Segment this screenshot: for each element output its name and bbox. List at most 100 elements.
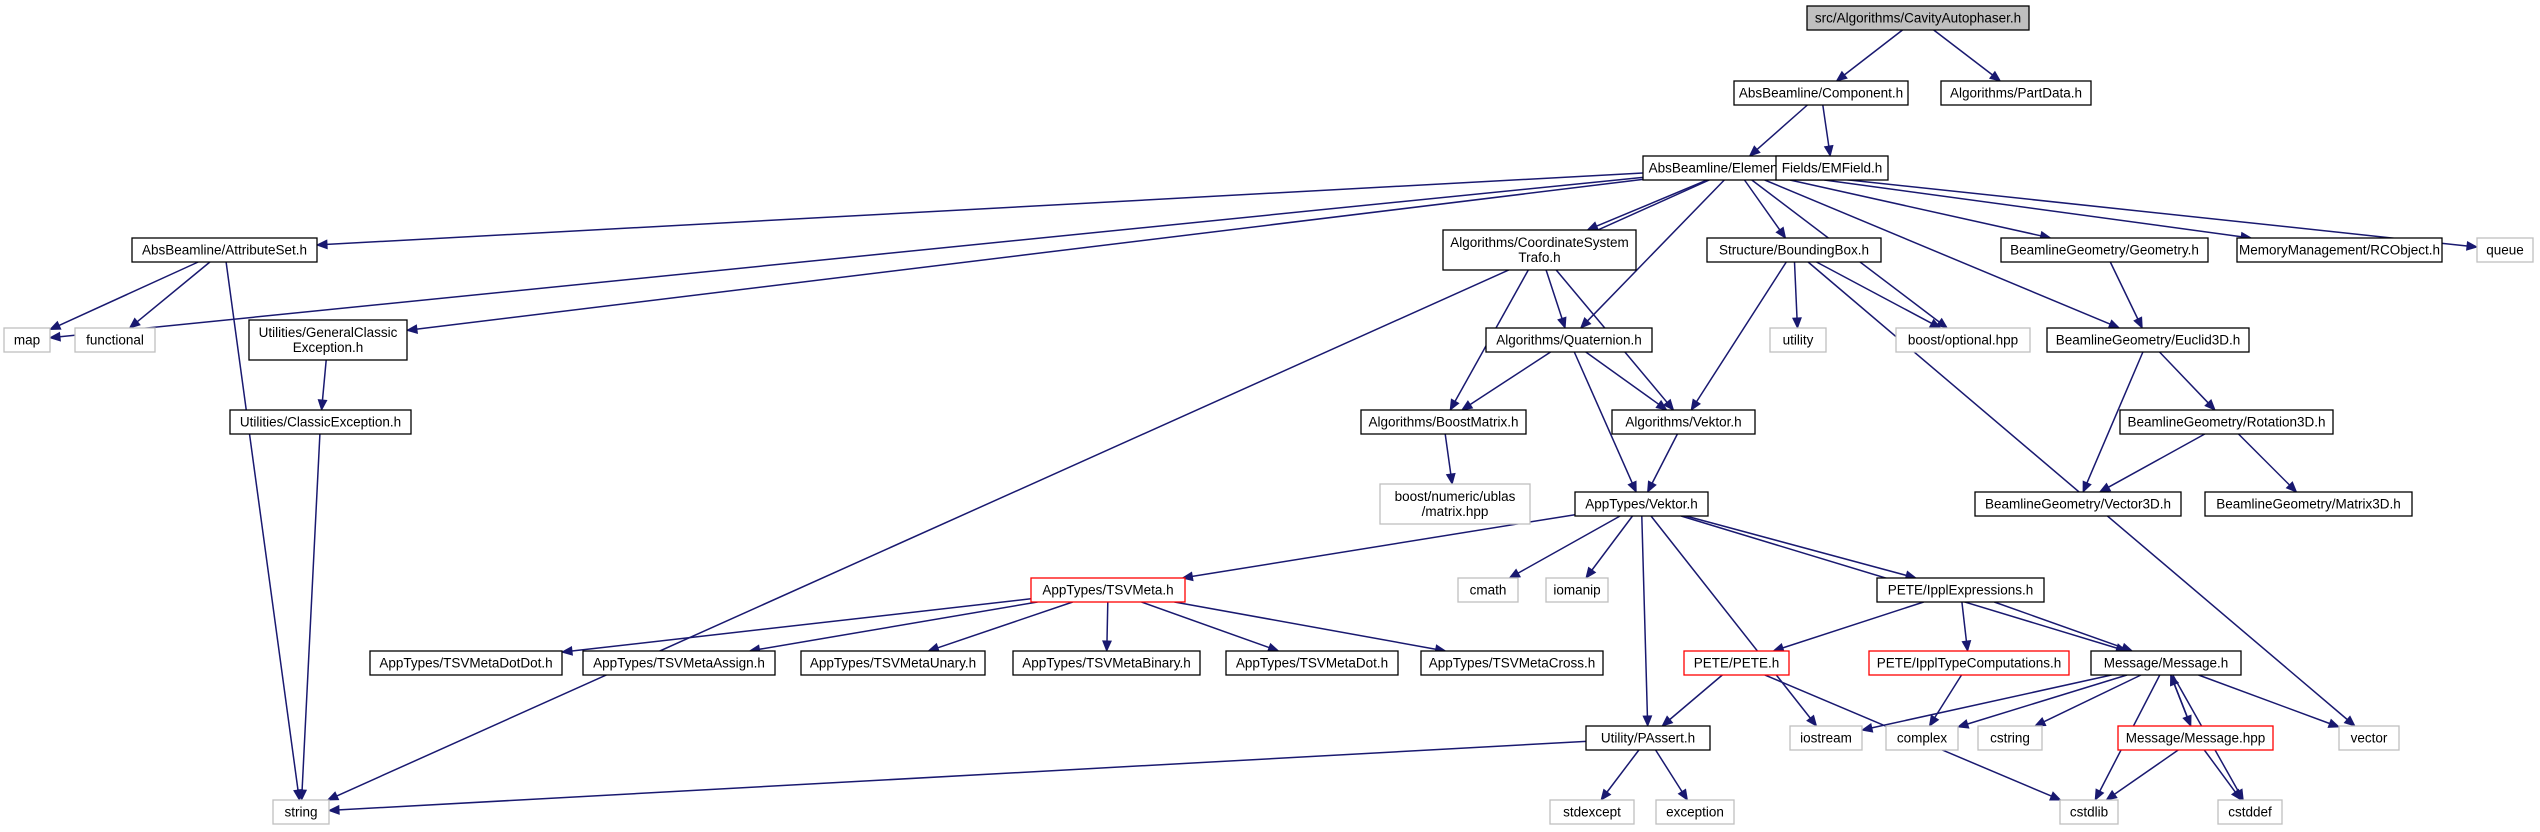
node-attributeset[interactable]: AbsBeamline/AttributeSet.h (131, 237, 318, 263)
node-label: PETE/PETE.h (1694, 656, 1780, 671)
edge-line (321, 359, 327, 401)
node-label: AppTypes/TSVMeta.h (1042, 583, 1173, 598)
edge-arrowhead (1557, 316, 1567, 330)
node-label: Algorithms/PartData.h (1950, 86, 2082, 101)
node-boostmatrix[interactable]: Algorithms/BoostMatrix.h (1360, 409, 1527, 435)
node-root[interactable]: src/Algorithms/CavityAutophaser.h (1806, 5, 2030, 31)
edge-arrowhead (128, 317, 141, 329)
node-boostopt: boost/optional.hpp (1895, 327, 2031, 353)
edge-elementbase-to-string (326, 179, 1710, 801)
node-label: iomanip (1553, 583, 1600, 598)
edge-line (1606, 749, 1640, 793)
node-label: iostream (1800, 731, 1852, 746)
node-tsvbinary[interactable]: AppTypes/TSVMetaBinary.h (1012, 650, 1201, 676)
edge-rotation-to-matrix3d (2237, 433, 2298, 493)
edge-line (1591, 515, 1634, 571)
edge-arrowhead (2133, 316, 2143, 330)
edge-line (1641, 515, 1649, 717)
node-label: Utilities/GeneralClassic (259, 325, 398, 340)
node-label: Message/Message.hpp (2126, 731, 2266, 746)
node-label: AppTypes/TSVMetaBinary.h (1022, 656, 1191, 671)
edge-arrowhead (2094, 788, 2105, 802)
node-cstring: cstring (1977, 725, 2043, 751)
node-tsvdotdot[interactable]: AppTypes/TSVMetaDotDot.h (369, 650, 563, 676)
node-box (1545, 577, 1609, 603)
node-ippltype[interactable]: PETE/IpplTypeComputations.h (1868, 650, 2070, 676)
node-label: complex (1897, 731, 1948, 746)
node-quaternion[interactable]: Algorithms/Quaternion.h (1485, 327, 1653, 353)
node-messagehpp[interactable]: Message/Message.hpp (2117, 725, 2274, 751)
node-label: boost/numeric/ublas (1395, 489, 1516, 504)
edge-pete-to-passert (1661, 674, 1723, 727)
node-passert[interactable]: Utility/PAssert.h (1585, 725, 1711, 751)
node-box (1806, 5, 2030, 31)
node-rcobject[interactable]: MemoryManagement/RCObject.h (2236, 237, 2443, 263)
node-algvektor[interactable]: Algorithms/Vektor.h (1611, 409, 1756, 435)
node-tsvassign[interactable]: AppTypes/TSVMetaAssign.h (582, 650, 776, 676)
edge-messagehpp-to-cstdlib (2105, 749, 2179, 801)
edge-arrowhead (1928, 714, 1940, 728)
node-tsvunary[interactable]: AppTypes/TSVMetaUnary.h (800, 650, 986, 676)
node-box (1876, 577, 2045, 603)
node-utility: utility (1769, 327, 1827, 353)
node-box (1683, 650, 1790, 676)
edge-message-to-iostream (1860, 674, 2112, 733)
nodes: src/Algorithms/CavityAutophaser.hAbsBeam… (3, 5, 2534, 825)
edge-line (1843, 29, 1903, 76)
node-box (1868, 650, 2070, 676)
node-label: Algorithms/BoostMatrix.h (1368, 415, 1518, 430)
edge-classicexc-to-string (297, 433, 321, 802)
node-emfield[interactable]: Fields/EMField.h (1775, 155, 1889, 181)
node-box (74, 327, 156, 353)
node-classicexc[interactable]: Utilities/ClassicException.h (229, 409, 412, 435)
edge-arrowhead (1661, 715, 1674, 727)
node-tsvdot[interactable]: AppTypes/TSVMetaDot.h (1225, 650, 1399, 676)
node-box (3, 327, 51, 353)
edge-arrowhead (2049, 791, 2062, 801)
edge-arrowhead (327, 804, 340, 815)
node-label: Fields/EMField.h (1782, 161, 1883, 176)
edge-boundingbox-to-boostopt (1816, 261, 1942, 329)
node-box (1574, 491, 1709, 517)
edge-root-to-component (1835, 29, 1903, 82)
edge-elementbase-to-coordtrafo (1586, 179, 1708, 231)
node-component[interactable]: AbsBeamline/Component.h (1733, 80, 1909, 106)
edge-line (1587, 179, 1725, 322)
node-matrix3d[interactable]: BeamlineGeometry/Matrix3D.h (2204, 491, 2413, 517)
edge-arrowhead (1102, 640, 1112, 653)
node-message[interactable]: Message/Message.h (2090, 650, 2242, 676)
edge-line (1822, 104, 1830, 147)
edge-message-to-vector (2198, 674, 2341, 728)
node-bgeometry[interactable]: BeamlineGeometry/Geometry.h (2000, 237, 2209, 263)
node-box (1360, 409, 1527, 435)
edge-line (136, 261, 211, 323)
node-euclid[interactable]: BeamlineGeometry/Euclid3D.h (2046, 327, 2250, 353)
edge-arrowhead (2343, 715, 2356, 727)
node-tsvmeta[interactable]: AppTypes/TSVMeta.h (1030, 577, 1186, 603)
node-pete[interactable]: PETE/PETE.h (1683, 650, 1790, 676)
edge-arrowhead (1642, 715, 1653, 728)
node-rotation[interactable]: BeamlineGeometry/Rotation3D.h (2119, 409, 2334, 435)
node-boundingbox[interactable]: Structure/BoundingBox.h (1706, 237, 1882, 263)
node-appvektor[interactable]: AppTypes/Vektor.h (1574, 491, 1709, 517)
edge-euclid-to-vector3d (2082, 351, 2144, 494)
edge-line (2158, 351, 2209, 404)
node-vector3d[interactable]: BeamlineGeometry/Vector3D.h (1974, 491, 2182, 517)
node-ipplexpr[interactable]: PETE/IpplExpressions.h (1876, 577, 2045, 603)
edge-tsvmeta-to-tsvbinary (1102, 601, 1112, 653)
node-label: cstdlib (2070, 805, 2108, 820)
edge-ipplexpr-to-pete (1772, 601, 1924, 653)
edge-arrowhead (48, 320, 62, 331)
edge-ipplexpr-to-ippltype (1961, 601, 1972, 653)
edge-line (326, 172, 1644, 246)
node-tsvcross[interactable]: AppTypes/TSVMetaCross.h (1420, 650, 1604, 676)
edge-elementbase-to-bgeometry (1789, 179, 2052, 241)
edge-line (1828, 177, 2468, 247)
edge-arrowhead (315, 239, 328, 250)
node-box (369, 650, 563, 676)
edge-line (1174, 601, 1436, 650)
node-partdata[interactable]: Algorithms/PartData.h (1940, 80, 2092, 106)
node-map: map (3, 327, 51, 353)
